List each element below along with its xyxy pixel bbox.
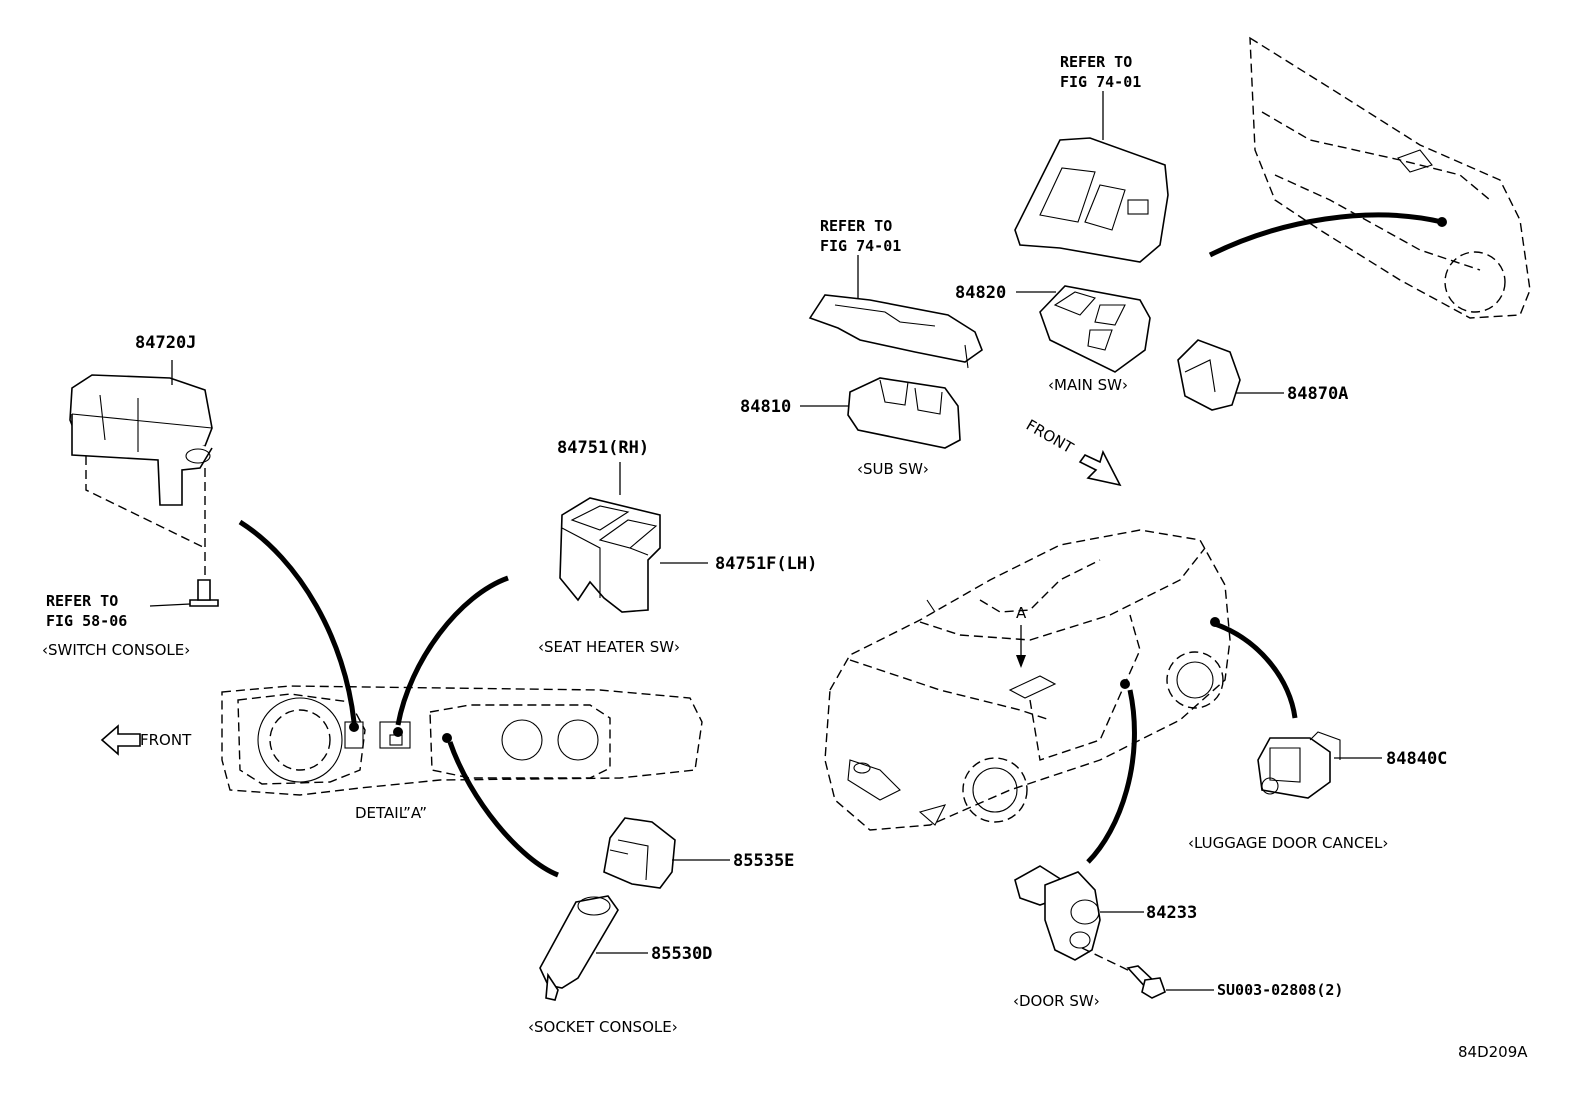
- caption-door-sw: ‹DOOR SW›: [1013, 992, 1100, 1010]
- caption-sub-sw: ‹SUB SW›: [857, 460, 929, 478]
- front-arrow-right: [1078, 449, 1122, 487]
- ref-sub-sw-line2: FIG 74-01: [820, 237, 901, 255]
- center-console-detail: [221, 685, 703, 796]
- label-SU003-02808: SU003-02808(2): [1217, 981, 1343, 999]
- caption-socket-console: ‹SOCKET CONSOLE›: [528, 1018, 678, 1036]
- screw-part: [1126, 965, 1166, 999]
- sub-sw-switch: [847, 377, 961, 449]
- caption-main-sw: ‹MAIN SW›: [1048, 376, 1128, 394]
- caption-detail-a: DETAIL”A”: [355, 804, 427, 822]
- main-sw-switch: [1039, 285, 1151, 373]
- luggage-cancel-switch-part: [1257, 731, 1341, 799]
- ref-sub-sw-line1: REFER TO: [820, 217, 892, 235]
- ref-main-sw-line2: FIG 74-01: [1060, 73, 1141, 91]
- car-outline: [824, 529, 1231, 831]
- caption-switch-console: ‹SWITCH CONSOLE›: [42, 641, 190, 659]
- label-84870A: 84870A: [1287, 384, 1348, 404]
- caption-seat-heater: ‹SEAT HEATER SW›: [538, 638, 680, 656]
- switch-console-part: [69, 374, 219, 607]
- front-arrow-left: [100, 724, 141, 756]
- view-a-label: A: [1016, 604, 1027, 622]
- label-84751FLH: 84751F(LH): [715, 554, 817, 574]
- label-84233: 84233: [1146, 903, 1197, 923]
- switch-part-84870A: [1177, 339, 1241, 411]
- front-label-left: FRONT: [140, 731, 192, 749]
- label-84751RH: 84751(RH): [557, 438, 649, 458]
- door-switch-part: [1014, 865, 1101, 961]
- label-84720J: 84720J: [135, 333, 196, 353]
- caption-luggage-door-cancel: ‹LUGGAGE DOOR CANCEL›: [1188, 834, 1388, 852]
- ref-switch-console-line1: REFER TO: [46, 592, 118, 610]
- ref-switch-console-line2: FIG 58-06: [46, 612, 127, 630]
- socket-part-85530D: [539, 895, 619, 1001]
- ref-main-sw-line1: REFER TO: [1060, 53, 1132, 71]
- label-85530D: 85530D: [651, 944, 712, 964]
- label-84810: 84810: [740, 397, 791, 417]
- main-sw-bezel: [1014, 137, 1169, 263]
- door-trim-panel: [1249, 36, 1531, 319]
- label-85535E: 85535E: [733, 851, 794, 871]
- sub-sw-bezel: [808, 294, 983, 369]
- seat-heater-switch-part: [559, 497, 661, 613]
- label-84840C: 84840C: [1386, 749, 1447, 769]
- figure-id: 84D209A: [1458, 1043, 1528, 1061]
- front-label-right: FRONT: [1023, 416, 1077, 458]
- label-84820: 84820: [955, 283, 1006, 303]
- socket-part-85535E: [603, 817, 676, 889]
